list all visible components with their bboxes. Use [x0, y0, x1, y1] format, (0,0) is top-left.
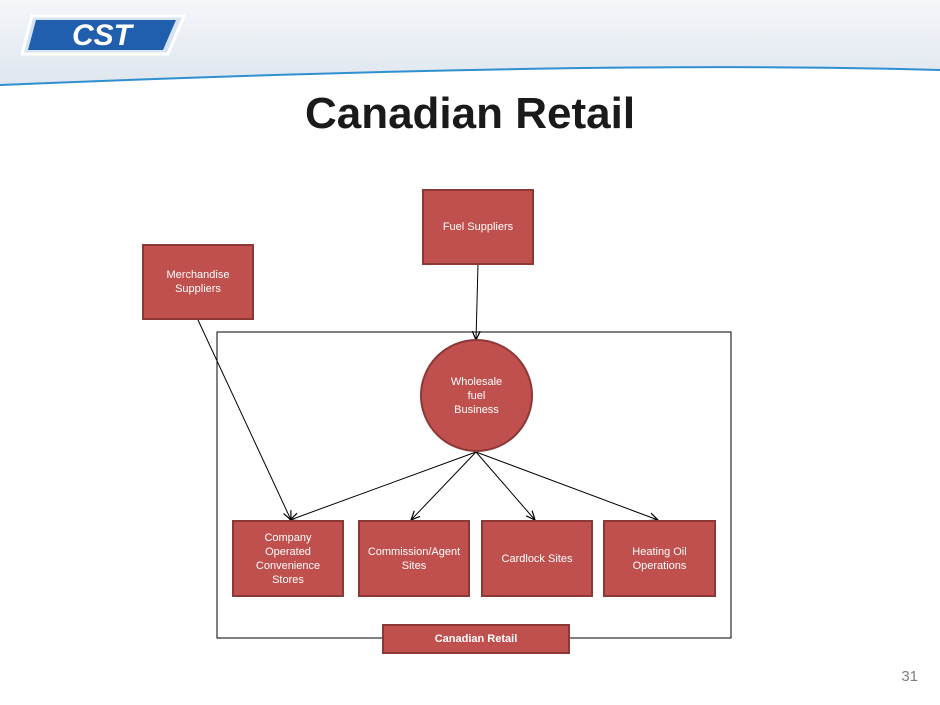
logo-text: CST	[72, 19, 135, 52]
cst-logo: CST	[20, 14, 187, 56]
wholesale-fuel-business-node: Wholesale fuel Business	[420, 339, 533, 452]
company-operated-stores-node: Company Operated Convenience Stores	[232, 520, 344, 597]
arrow-wholesale-to-company	[290, 451, 477, 520]
arrow-merch-to-company	[197, 319, 291, 520]
commission-agent-sites-node: Commission/Agent Sites	[358, 520, 470, 597]
fuel-suppliers-node: Fuel Suppliers	[422, 189, 534, 265]
cardlock-sites-node: Cardlock Sites	[481, 520, 593, 597]
canadian-retail-label: Canadian Retail	[382, 624, 570, 654]
arrow-wholesale-to-commission	[411, 451, 477, 520]
arrow-fuel-to-wholesale	[476, 263, 478, 340]
heating-oil-operations-node: Heating Oil Operations	[603, 520, 716, 597]
merchandise-suppliers-node: Merchandise Suppliers	[142, 244, 254, 320]
arrow-wholesale-to-cardlock	[475, 451, 535, 520]
arrow-wholesale-to-heating	[475, 451, 658, 520]
header-band	[0, 0, 940, 86]
page-number: 31	[901, 668, 918, 685]
page-title: Canadian Retail	[304, 89, 636, 138]
